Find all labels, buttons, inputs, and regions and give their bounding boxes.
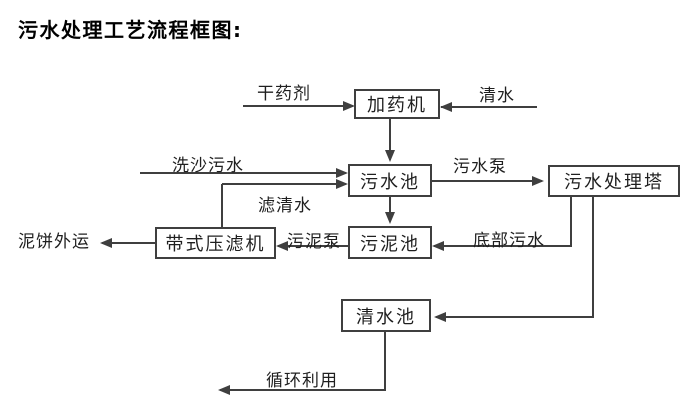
edge-line bbox=[140, 172, 346, 174]
label-clean-water: 清水 bbox=[479, 86, 515, 106]
arrowhead-down-icon bbox=[385, 212, 395, 224]
node-belt-filter-press: 带式压滤机 bbox=[155, 227, 276, 259]
edge-line bbox=[221, 184, 223, 228]
arrowhead-right-icon bbox=[532, 176, 544, 186]
arrowhead-left-icon bbox=[434, 312, 446, 322]
arrowhead-left-icon bbox=[440, 102, 452, 112]
arrowhead-left-icon bbox=[276, 241, 288, 251]
edge-line bbox=[278, 245, 348, 247]
arrowhead-right-icon bbox=[343, 101, 355, 111]
label-filtered-water: 滤清水 bbox=[258, 196, 312, 216]
edge-line bbox=[220, 389, 385, 391]
arrowhead-right-icon bbox=[336, 168, 348, 178]
edge-line bbox=[436, 316, 594, 318]
edge-line bbox=[389, 196, 391, 214]
arrowhead-down-icon bbox=[385, 150, 395, 162]
label-sand-washing-sewage: 洗沙污水 bbox=[172, 156, 244, 176]
arrowhead-left-icon bbox=[218, 385, 230, 395]
arrowhead-left-icon bbox=[432, 241, 444, 251]
arrowhead-left-icon bbox=[100, 238, 112, 248]
arrowhead-right-icon bbox=[336, 179, 348, 189]
edge-line bbox=[434, 245, 572, 247]
edge-line bbox=[102, 242, 155, 244]
label-bottom-sewage: 底部污水 bbox=[473, 231, 545, 251]
node-clean-water-pool: 清水池 bbox=[341, 299, 431, 332]
edge-line bbox=[432, 180, 542, 182]
edge-line bbox=[441, 106, 537, 108]
label-dry-chemical: 干药剂 bbox=[257, 84, 311, 104]
label-sewage-pump: 污水泵 bbox=[453, 157, 507, 177]
edge-line bbox=[384, 332, 386, 391]
node-sludge-pool: 污泥池 bbox=[348, 226, 432, 259]
edge-line bbox=[592, 197, 594, 318]
label-sludge-pump: 污泥泵 bbox=[287, 232, 341, 252]
label-mud-cake-shipped-out: 泥饼外运 bbox=[18, 232, 90, 252]
node-treatment-tower: 污水处理塔 bbox=[548, 165, 680, 197]
node-dosing-machine: 加药机 bbox=[354, 89, 440, 119]
edge-line bbox=[570, 197, 572, 247]
edge-line bbox=[222, 183, 346, 185]
edge-line bbox=[243, 105, 353, 107]
node-sewage-pool: 污水池 bbox=[348, 164, 432, 197]
edge-line bbox=[389, 118, 391, 160]
diagram-title: 污水处理工艺流程框图: bbox=[18, 18, 243, 42]
label-recycling: 循环利用 bbox=[266, 371, 338, 391]
